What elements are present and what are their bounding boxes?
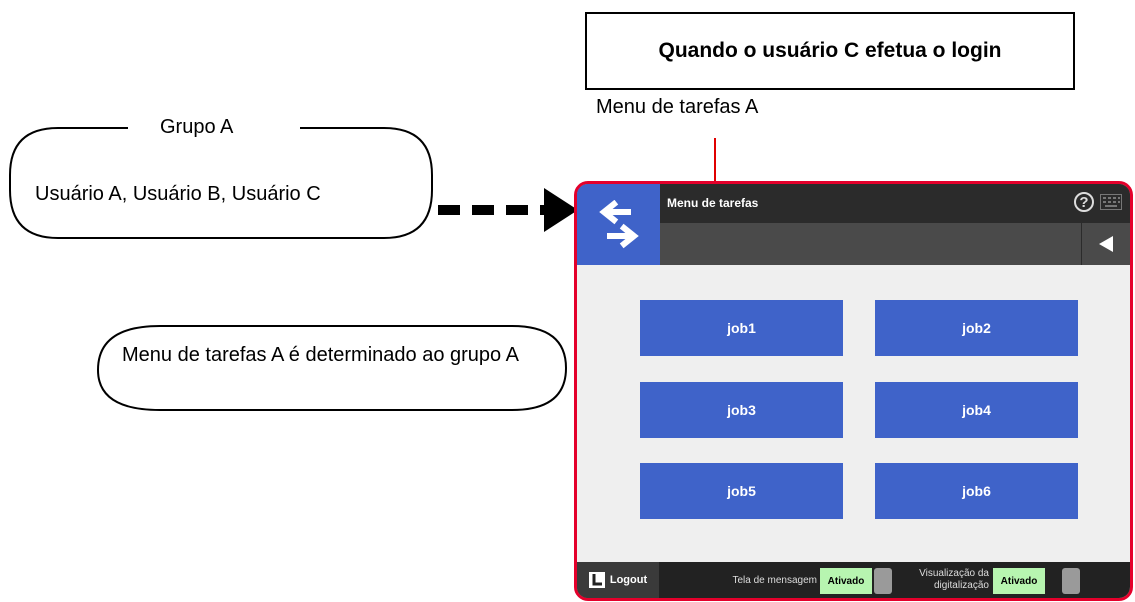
caption-pointer-line xyxy=(714,138,716,184)
group-users: Usuário A, Usuário B, Usuário C xyxy=(35,183,321,205)
menu-caption: Menu de tarefas A xyxy=(596,96,759,118)
scan-preview-toggle-knob[interactable] xyxy=(1062,568,1080,594)
swap-arrows-icon[interactable] xyxy=(577,184,660,265)
logout-button[interactable]: Logout xyxy=(577,562,659,598)
help-icon[interactable]: ? xyxy=(1074,192,1094,212)
job-button-5[interactable]: job5 xyxy=(640,463,843,519)
device-screen: Menu de tarefas ? job1 job2 job3 job4 jo… xyxy=(574,181,1133,601)
dashed-arrow xyxy=(438,188,578,232)
job-button-3[interactable]: job3 xyxy=(640,382,843,438)
keyboard-icon[interactable] xyxy=(1100,194,1122,210)
device-title: Menu de tarefas xyxy=(667,196,759,210)
description-callout-outline xyxy=(96,325,568,411)
job-button-6[interactable]: job6 xyxy=(875,463,1078,519)
logout-icon xyxy=(588,572,605,588)
message-screen-toggle[interactable]: Ativado xyxy=(820,568,872,594)
description-text: Menu de tarefas A é determinado ao grupo… xyxy=(122,344,519,366)
back-arrow-icon[interactable] xyxy=(1081,223,1130,265)
scenario-title: Quando o usuário C efetua o login xyxy=(658,39,1002,62)
device-header: Menu de tarefas ? xyxy=(577,184,1130,265)
scan-preview-toggle[interactable]: Ativado xyxy=(993,568,1045,594)
job-button-2[interactable]: job2 xyxy=(875,300,1078,356)
job-button-4[interactable]: job4 xyxy=(875,382,1078,438)
job-button-1[interactable]: job1 xyxy=(640,300,843,356)
scan-preview-label: Visualização da digitalização xyxy=(919,568,989,591)
group-callout-outline xyxy=(9,127,433,239)
scenario-title-box: Quando o usuário C efetua o login xyxy=(585,12,1075,90)
message-screen-toggle-knob[interactable] xyxy=(874,568,892,594)
logout-label: Logout xyxy=(609,574,648,586)
group-label: Grupo A xyxy=(156,116,238,139)
device-topbar: Menu de tarefas ? xyxy=(660,184,1130,223)
device-footer: Logout Tela de mensagem Ativado Visualiz… xyxy=(577,562,1130,598)
message-screen-label: Tela de mensagem xyxy=(732,575,818,586)
